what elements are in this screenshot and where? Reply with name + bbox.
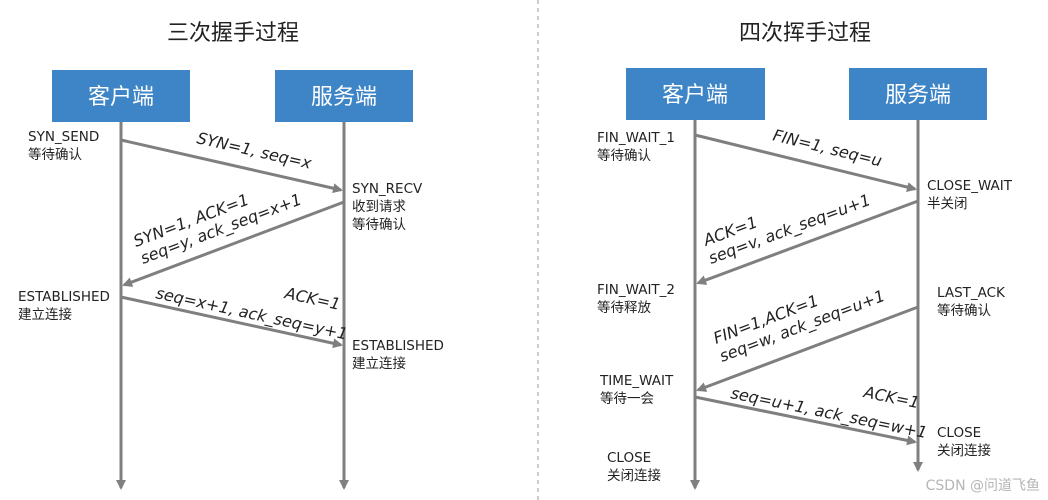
four-way-fin-arrow (694, 133, 917, 192)
four-way-last-ack-arrow (694, 395, 917, 446)
three-way-panel: 三次握手过程 客户端 服务端 SYN=1, seq=x SYN=1, ACK=1… (18, 21, 448, 490)
four-way-fin-label: FIN=1, seq=u (771, 125, 884, 170)
three-way-syn-label: SYN=1, seq=x (195, 128, 314, 173)
four-way-panel: 四次挥手过程 客户端 服务端 FIN=1, seq=u ACK=1 seq=v,… (597, 21, 1016, 490)
three-way-synack-arrow (122, 200, 345, 287)
three-way-server-state-syn-recv: SYN_RECV 收到请求 等待确认 (352, 181, 427, 233)
four-way-title: 四次挥手过程 (739, 21, 871, 46)
three-way-server-state-established: ESTABLISHED 建立连接 (352, 338, 448, 372)
three-way-server-label: 服务端 (311, 85, 377, 110)
four-way-server-box (849, 68, 987, 120)
four-way-server-state-last-ack: LAST_ACK 等待确认 (937, 285, 1009, 319)
four-way-server-label: 服务端 (885, 83, 951, 108)
three-way-syn-arrow (120, 138, 343, 194)
three-way-client-box (52, 70, 190, 122)
three-way-ack-label-1: ACK=1 (282, 283, 342, 314)
four-way-client-state-fin-wait-2: FIN_WAIT_2 等待释放 (597, 282, 679, 316)
csdn-watermark: CSDN @问道飞鱼 (926, 477, 1040, 494)
four-way-client-state-time-wait: TIME_WAIT 等待一会 (599, 373, 678, 407)
three-way-client-label: 客户端 (88, 85, 154, 110)
four-way-client-box (626, 68, 765, 120)
three-way-server-box (275, 70, 413, 122)
three-way-client-state-established: ESTABLISHED 建立连接 (18, 289, 114, 323)
four-way-finack-arrow (696, 305, 919, 392)
four-way-client-state-close: CLOSE 关闭连接 (607, 450, 661, 484)
four-way-ack-arrow (696, 199, 919, 285)
three-way-client-state-syn-send: SYN_SEND 等待确认 (28, 129, 104, 163)
three-way-ack-arrow (120, 295, 343, 349)
four-way-client-state-fin-wait-1: FIN_WAIT_1 等待确认 (597, 130, 679, 164)
four-way-server-state-close-wait: CLOSE_WAIT 半关闭 (927, 178, 1016, 212)
four-way-server-state-close: CLOSE 关闭连接 (937, 425, 991, 459)
four-way-last-ack-label-1: ACK=1 (861, 382, 921, 412)
three-way-title: 三次握手过程 (167, 21, 299, 46)
four-way-client-label: 客户端 (662, 83, 728, 108)
